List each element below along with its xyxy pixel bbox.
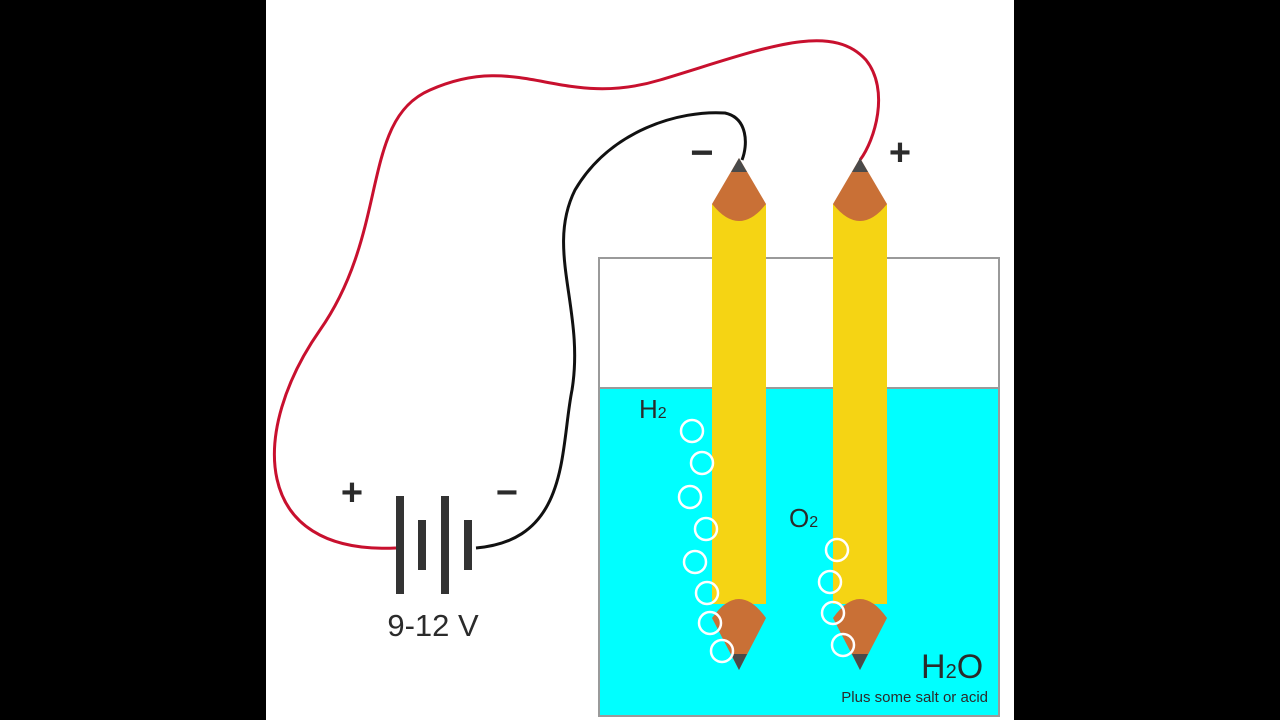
cathode-pencil [712,158,766,670]
battery-plate-long-1 [396,496,404,594]
water-formula-sub: 2 [946,661,957,683]
cathode-bottom-wood [712,599,766,670]
battery-voltage-label: 9-12 V [387,608,479,643]
battery-plate-short-2 [464,520,472,570]
water-formula-o: O [957,648,983,686]
cathode-pencil-body [712,204,766,604]
right-letterbox [1014,0,1280,720]
water [599,388,999,716]
water-formula: H2O [921,648,983,686]
bubble [694,580,720,606]
battery-positive-sign: + [341,472,363,514]
battery-negative-sign: − [496,472,518,514]
battery-plate-long-2 [441,496,449,594]
bubble [817,569,843,595]
anode-bottom-wood [833,599,887,670]
battery-plate-short-1 [418,520,426,570]
cathode-top-wood [712,158,766,221]
hydrogen-label: H2 [639,394,667,424]
cathode-negative-sign: − [690,131,713,175]
beaker-air [599,258,999,388]
oxygen-label-sub: 2 [809,514,818,531]
bubble [693,516,719,542]
bubble [679,418,705,444]
water-formula-h: H [921,648,946,686]
black-wire [475,111,747,550]
anode-positive-sign: + [889,132,911,174]
oxygen-bubbles [817,537,856,658]
bubble [677,484,703,510]
cathode-bottom-graphite [731,654,747,670]
bubble [824,537,850,563]
hydrogen-bubbles [677,418,735,664]
bubble [830,632,856,658]
anode-pencil [833,158,887,670]
hydrogen-label-sub: 2 [658,405,667,422]
hydrogen-label-main: H [639,394,658,424]
left-letterbox [0,0,266,720]
red-wire [272,39,881,550]
battery-symbol [396,496,472,594]
anode-bottom-graphite [852,654,868,670]
bubble [697,610,723,636]
bubble [820,600,846,626]
anode-top-wood [833,158,887,221]
cathode-top-graphite [731,158,747,172]
oxygen-label: O2 [789,503,818,533]
anode-top-graphite [852,158,868,172]
bubble [682,549,708,575]
beaker-outline [598,257,1000,717]
bubble [689,450,715,476]
beaker [598,257,1000,717]
bubble [709,638,735,664]
anode-pencil-body [833,204,887,604]
solution-note: Plus some salt or acid [841,689,988,706]
oxygen-label-main: O [789,503,809,533]
